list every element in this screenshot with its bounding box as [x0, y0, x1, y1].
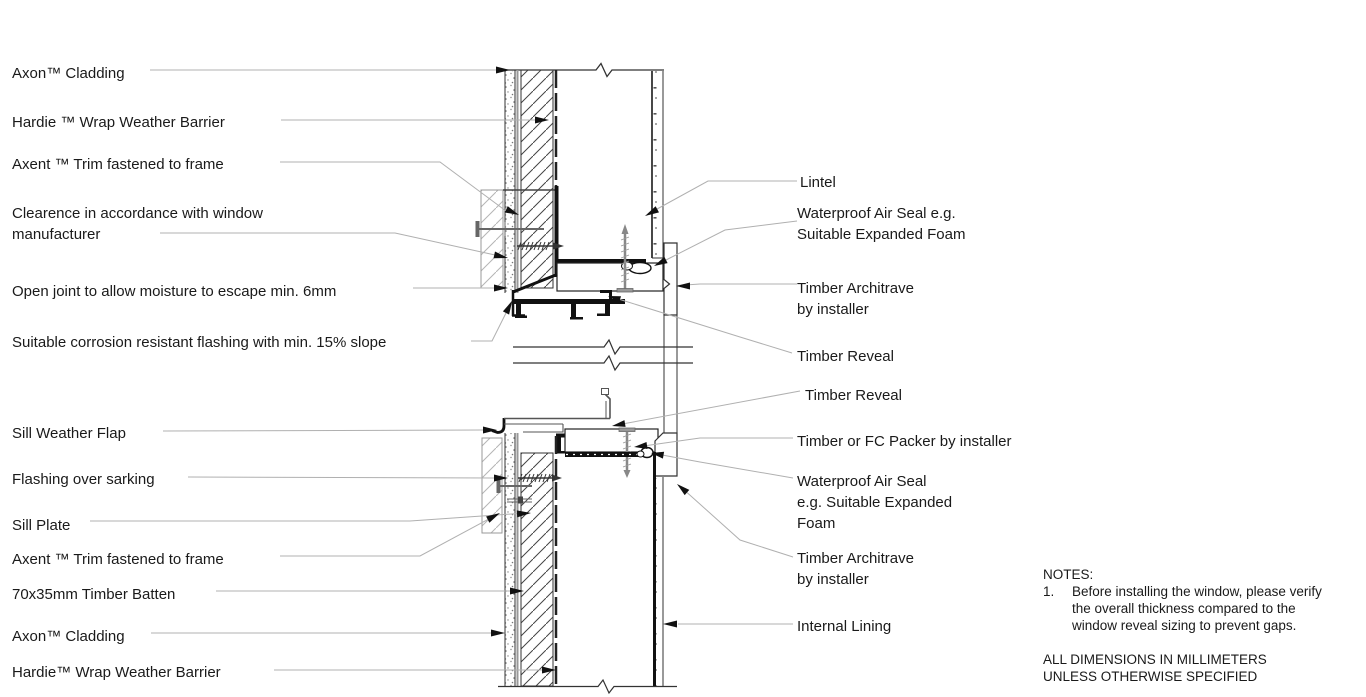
- screw-sill-1: [518, 473, 562, 483]
- label-flashing-over-sarking: Flashing over sarking: [12, 471, 155, 488]
- label-clearance: Clearence in accordance with window manu…: [12, 205, 263, 243]
- screw-head-1: [475, 221, 544, 237]
- sill-weather-flap: [491, 418, 506, 434]
- sill-detail: [481, 388, 678, 695]
- fc-packer: [565, 452, 643, 457]
- dimensions-note: ALL DIMENSIONS IN MILLIMETERS UNLESS OTH…: [1043, 652, 1267, 684]
- axent-trim-head: [480, 189, 504, 289]
- label-air-seal-head: Waterproof Air Seal e.g. Suitable Expand…: [797, 205, 966, 243]
- label-axent-trim-sill: Axent ™ Trim fastened to frame: [12, 551, 224, 568]
- reveal-screw-sill: [618, 427, 636, 478]
- timber-architrave-head: [663, 242, 678, 316]
- cladding-section-sill: [505, 433, 515, 686]
- internal-lining-sill: [656, 478, 663, 686]
- sill-pan: [504, 388, 611, 433]
- top-break-line: [505, 62, 664, 78]
- label-internal-lining: Internal Lining: [797, 618, 892, 635]
- screw-head-2: [517, 241, 564, 251]
- notes-item-1: 1. Before installing the window, please …: [1043, 583, 1363, 634]
- label-wrap-barrier-head: Hardie ™ Wrap Weather Barrier: [12, 114, 225, 131]
- label-wrap-barrier-sill: Hardie™ Wrap Weather Barrier: [12, 664, 221, 681]
- label-fc-packer: Timber or FC Packer by installer: [797, 433, 1012, 450]
- label-axon-cladding-sill: Axon™ Cladding: [12, 628, 125, 645]
- label-corrosion-flashing: Suitable corrosion resistant flashing wi…: [12, 334, 387, 351]
- packer-head: [557, 259, 646, 263]
- leader-lines: [90, 69, 801, 671]
- lintel-section: [520, 69, 554, 289]
- label-air-seal-sill: Waterproof Air Seal e.g. Suitable Expand…: [797, 473, 953, 532]
- label-timber-batten: 70x35mm Timber Batten: [12, 586, 176, 603]
- reveal-screw-head: [616, 224, 634, 293]
- label-timber-reveal-head: Timber Reveal: [797, 348, 894, 365]
- label-open-joint: Open joint to allow moisture to escape m…: [12, 283, 337, 300]
- section-break-lines: [513, 338, 693, 372]
- label-axent-trim-head: Axent ™ Trim fastened to frame: [12, 156, 224, 173]
- label-architrave-head: Timber Architrave by installer: [797, 280, 914, 318]
- label-axon-cladding-head: Axon™ Cladding: [12, 65, 125, 82]
- label-timber-reveal-sill: Timber Reveal: [805, 387, 902, 404]
- screw-sill-2: [496, 479, 532, 504]
- label-lintel: Lintel: [800, 174, 836, 191]
- label-sill-plate: Sill Plate: [12, 517, 71, 534]
- cladding-section-head: [505, 70, 515, 293]
- label-architrave-sill: Timber Architrave by installer: [797, 550, 914, 588]
- notes-item-text: Before installing the window, please ver…: [1072, 584, 1322, 633]
- bottom-break-line: [498, 678, 677, 695]
- sill-plate-section: [520, 452, 554, 687]
- trim-leg-head: [554, 186, 559, 277]
- leader-arrowheads: [483, 66, 690, 674]
- notes-block: NOTES: 1. Before installing the window, …: [1043, 566, 1363, 685]
- air-seal-sill: [636, 446, 654, 459]
- internal-lining-head: [652, 71, 663, 258]
- notes-heading: NOTES:: [1043, 567, 1094, 582]
- head-detail: [475, 62, 678, 476]
- label-sill-weather-flap: Sill Weather Flap: [12, 425, 126, 442]
- notes-item-number: 1.: [1043, 584, 1055, 599]
- window-frame-head: [511, 273, 625, 320]
